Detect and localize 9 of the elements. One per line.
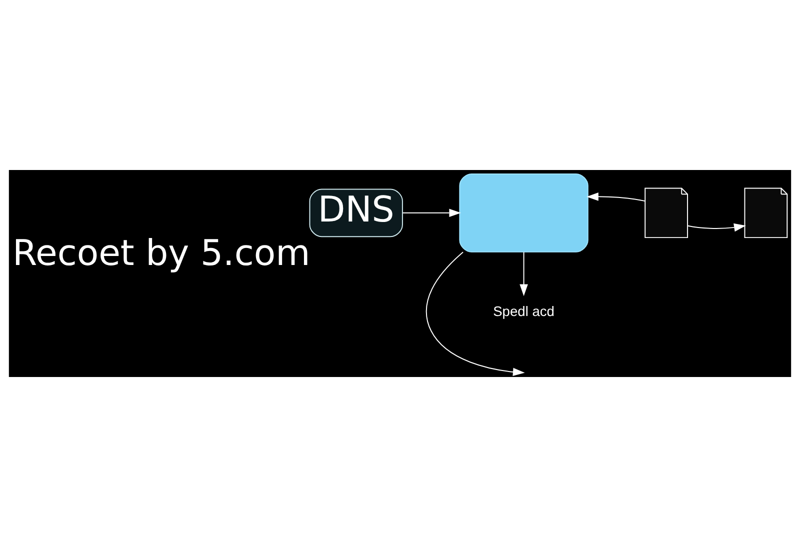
node-text: Spedl acd	[493, 304, 554, 320]
node-box: DNS	[309, 188, 403, 238]
node-cloud	[459, 173, 588, 252]
arrow	[402, 208, 462, 218]
arrow	[687, 223, 746, 232]
node-label: Recoet by 5.com	[12, 232, 310, 274]
arrow	[586, 192, 646, 202]
arrow	[426, 252, 525, 376]
arrow	[520, 252, 528, 296]
